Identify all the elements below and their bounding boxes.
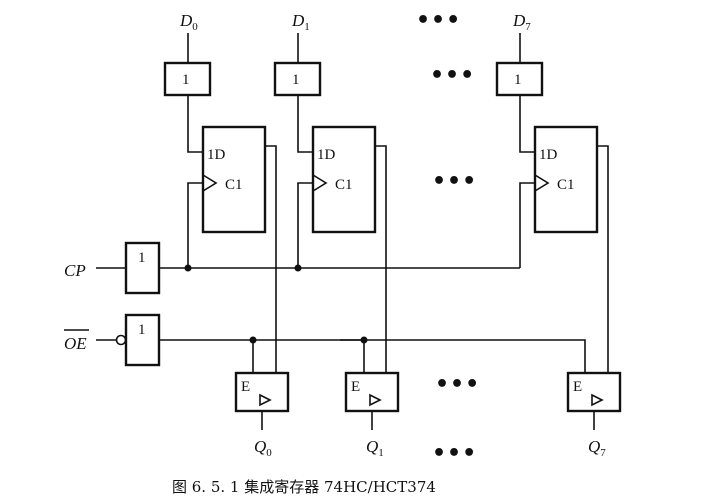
input-buffer-0-label: 1 <box>182 72 190 88</box>
bit-column-0: D0 1 1D C1 E Q0 <box>163 11 290 459</box>
output-buffer-0-driver-icon <box>259 393 272 407</box>
ellipsis-outputs: ••• <box>435 372 480 397</box>
output-buffer-7-driver-icon <box>591 393 604 407</box>
bit-column-1: D1 1 1D C1 E Q1 <box>273 11 400 459</box>
oe-label: OE <box>64 334 87 353</box>
oe-inversion-bubble-icon <box>115 334 127 346</box>
cp-buffer <box>124 241 161 295</box>
flipflop-1 <box>311 125 377 234</box>
output-label-q1: Q1 <box>366 437 384 459</box>
flipflop-1-c-label: C1 <box>335 177 353 193</box>
input-label-d0: D0 <box>179 11 198 33</box>
output-buffer-1-label: E <box>351 379 360 395</box>
output-label-q7: Q7 <box>588 437 606 459</box>
cp-junction-1 <box>294 264 302 272</box>
oe-buffer <box>124 313 161 367</box>
cp-junction-0 <box>184 264 192 272</box>
cp-label: CP <box>64 261 86 280</box>
input-buffer-1-label: 1 <box>292 72 300 88</box>
flipflop-1-d-label: 1D <box>317 147 336 163</box>
output-buffer-1-driver-icon <box>369 393 382 407</box>
flipflop-7-c-label: C1 <box>557 177 575 193</box>
input-buffer-1 <box>273 61 322 97</box>
flipflop-0 <box>201 125 267 234</box>
oe-enable-circuit: OE 1 <box>64 313 368 367</box>
flipflop-1-clock-icon <box>312 174 328 192</box>
flipflop-7-d-label: 1D <box>539 147 558 163</box>
output-buffer-7-label: E <box>573 379 582 395</box>
output-buffer-0-label: E <box>241 379 250 395</box>
ellipsis-output-labels: ••• <box>432 441 477 466</box>
bit-column-7: D7 1 1D C1 E Q7 <box>340 11 622 459</box>
flipflop-0-clock-icon <box>202 174 218 192</box>
input-label-d1: D1 <box>291 11 310 33</box>
input-label-d7: D7 <box>512 11 531 33</box>
ellipsis-inputs: ••• <box>416 8 461 33</box>
flipflop-7 <box>533 125 599 234</box>
ellipsis-flipflops: ••• <box>432 169 477 194</box>
ellipsis-buffers: ••• <box>430 63 475 88</box>
oe-buffer-label: 1 <box>138 322 146 338</box>
cp-clock-circuit: CP 1 <box>64 241 520 295</box>
oe-junction-0 <box>249 336 257 344</box>
flipflop-7-clock-icon <box>534 174 550 192</box>
input-buffer-7-label: 1 <box>514 72 522 88</box>
flipflop-0-c-label: C1 <box>225 177 243 193</box>
cp-buffer-label: 1 <box>138 250 146 266</box>
flipflop-0-d-label: 1D <box>207 147 226 163</box>
output-label-q0: Q0 <box>254 437 272 459</box>
figure-caption: 图 6. 5. 1 集成寄存器 74HC/HCT374 <box>172 478 436 496</box>
